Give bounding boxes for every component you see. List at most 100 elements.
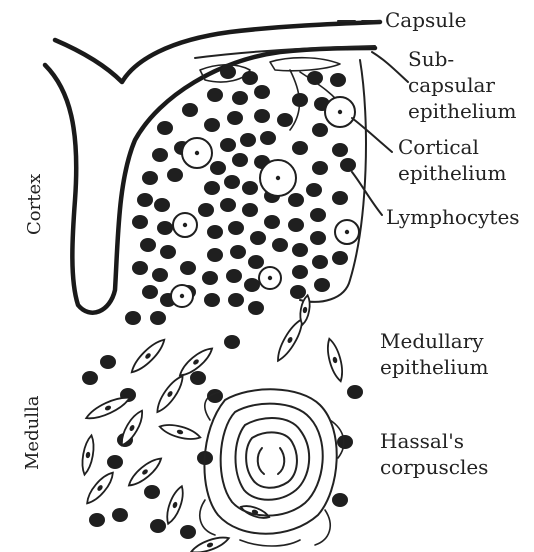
- lymphocyte: [292, 265, 308, 279]
- lymphocyte: [232, 91, 248, 105]
- lymphocyte: [152, 268, 168, 282]
- lymphocyte: [312, 255, 328, 269]
- lymphocyte: [202, 271, 218, 285]
- lymphocyte: [137, 193, 153, 207]
- lymphocyte: [330, 73, 346, 87]
- lymphocyte: [240, 133, 256, 147]
- label-subcapsular-2: capsular: [408, 73, 495, 97]
- lymphocyte: [244, 278, 260, 292]
- lymphocyte: [312, 123, 328, 137]
- label-medullary-2: epithelium: [380, 355, 488, 379]
- lymphocyte: [248, 301, 264, 315]
- lymphocyte: [242, 71, 258, 85]
- lymphocyte: [306, 183, 322, 197]
- lymphocyte: [288, 218, 304, 232]
- lymphocyte: [230, 245, 246, 259]
- lymphocyte: [210, 161, 226, 175]
- lymphocyte: [288, 193, 304, 207]
- lymphocyte: [272, 238, 288, 252]
- lymphocyte: [220, 65, 236, 79]
- lymphocyte: [182, 103, 198, 117]
- lymphocyte: [190, 371, 206, 385]
- medullary-epithelial-cell: [324, 337, 346, 382]
- cortical-epithelial-cell: [171, 285, 193, 307]
- cortical-epithelium-cells: [171, 97, 359, 307]
- lymphocyte: [310, 231, 326, 245]
- label-hassal-1: Hassal's: [380, 429, 464, 453]
- lymphocyte: [204, 181, 220, 195]
- lymphocyte: [332, 251, 348, 265]
- label-medullary-1: Medullary: [380, 329, 484, 353]
- lymphocyte: [332, 191, 348, 205]
- label-cortical-1: Cortical: [398, 135, 479, 159]
- lymphocyte: [332, 493, 348, 507]
- lymphocyte: [292, 93, 308, 107]
- medullary-epithelial-cell: [128, 336, 168, 376]
- lymphocyte: [254, 109, 270, 123]
- lymphocyte: [292, 141, 308, 155]
- lymphocyte: [140, 238, 156, 252]
- lymphocyte: [89, 513, 105, 527]
- medullary-epithelial-cell: [80, 434, 96, 475]
- lymphocyte: [207, 248, 223, 262]
- lymphocyte: [260, 131, 276, 145]
- lymphocyte: [132, 261, 148, 275]
- lymphocyte: [347, 385, 363, 399]
- lymphocyte: [228, 293, 244, 307]
- label-medulla: Medulla: [22, 395, 43, 470]
- label-hassal-2: corpuscles: [380, 455, 488, 479]
- lymphocyte: [150, 311, 166, 325]
- cortical-epithelial-cell: [259, 267, 281, 289]
- lymphocyte: [82, 371, 98, 385]
- lymphocyte: [312, 161, 328, 175]
- lymphocyte: [242, 181, 258, 195]
- lymphocyte: [142, 171, 158, 185]
- lymphocyte: [227, 111, 243, 125]
- cortical-epithelial-cell: [260, 160, 296, 196]
- label-cortical-2: epithelium: [398, 161, 506, 185]
- lymphocyte: [264, 215, 280, 229]
- lymphocyte: [107, 455, 123, 469]
- lymphocyte: [125, 311, 141, 325]
- lymphocyte: [220, 138, 236, 152]
- lymphocyte: [340, 158, 356, 172]
- lymphocyte: [310, 208, 326, 222]
- medullary-epithelial-cell: [190, 534, 231, 552]
- lymphocyte: [150, 519, 166, 533]
- medullary-epithelial-cell: [83, 469, 117, 507]
- lymphocyte: [144, 485, 160, 499]
- lymphocyte: [157, 221, 173, 235]
- lymphocyte: [224, 175, 240, 189]
- lymphocyte: [290, 285, 306, 299]
- lymphocyte: [204, 118, 220, 132]
- label-cortex: Cortex: [24, 174, 45, 235]
- lymphocyte: [332, 143, 348, 157]
- lymphocyte: [314, 278, 330, 292]
- lymphocyte: [250, 231, 266, 245]
- lymphocyte: [337, 435, 353, 449]
- cortical-epithelial-cell: [325, 97, 355, 127]
- lymphocyte: [154, 198, 170, 212]
- medullary-epithelial-cell: [163, 484, 187, 525]
- cortical-epithelial-cell: [173, 213, 197, 237]
- lymphocyte: [204, 293, 220, 307]
- medullary-epithelial-cell: [158, 421, 201, 442]
- medullary-epithelial-cell: [153, 373, 187, 415]
- lymphocyte: [224, 335, 240, 349]
- lymphocyte: [254, 85, 270, 99]
- label-lymphocytes: Lymphocytes: [386, 205, 520, 229]
- lymphocyte: [248, 255, 264, 269]
- lymphocyte: [207, 88, 223, 102]
- lymphocyte: [307, 71, 323, 85]
- lymphocyte: [132, 215, 148, 229]
- lymphocyte: [152, 148, 168, 162]
- label-capsule: Capsule: [385, 8, 466, 32]
- medullary-epithelial-cell: [84, 393, 132, 423]
- lymphocyte: [220, 198, 236, 212]
- lymphocyte: [232, 153, 248, 167]
- label-subcapsular-3: epithelium: [408, 99, 516, 123]
- lymphocyte: [228, 221, 244, 235]
- label-subcapsular-1: Sub-: [408, 47, 454, 71]
